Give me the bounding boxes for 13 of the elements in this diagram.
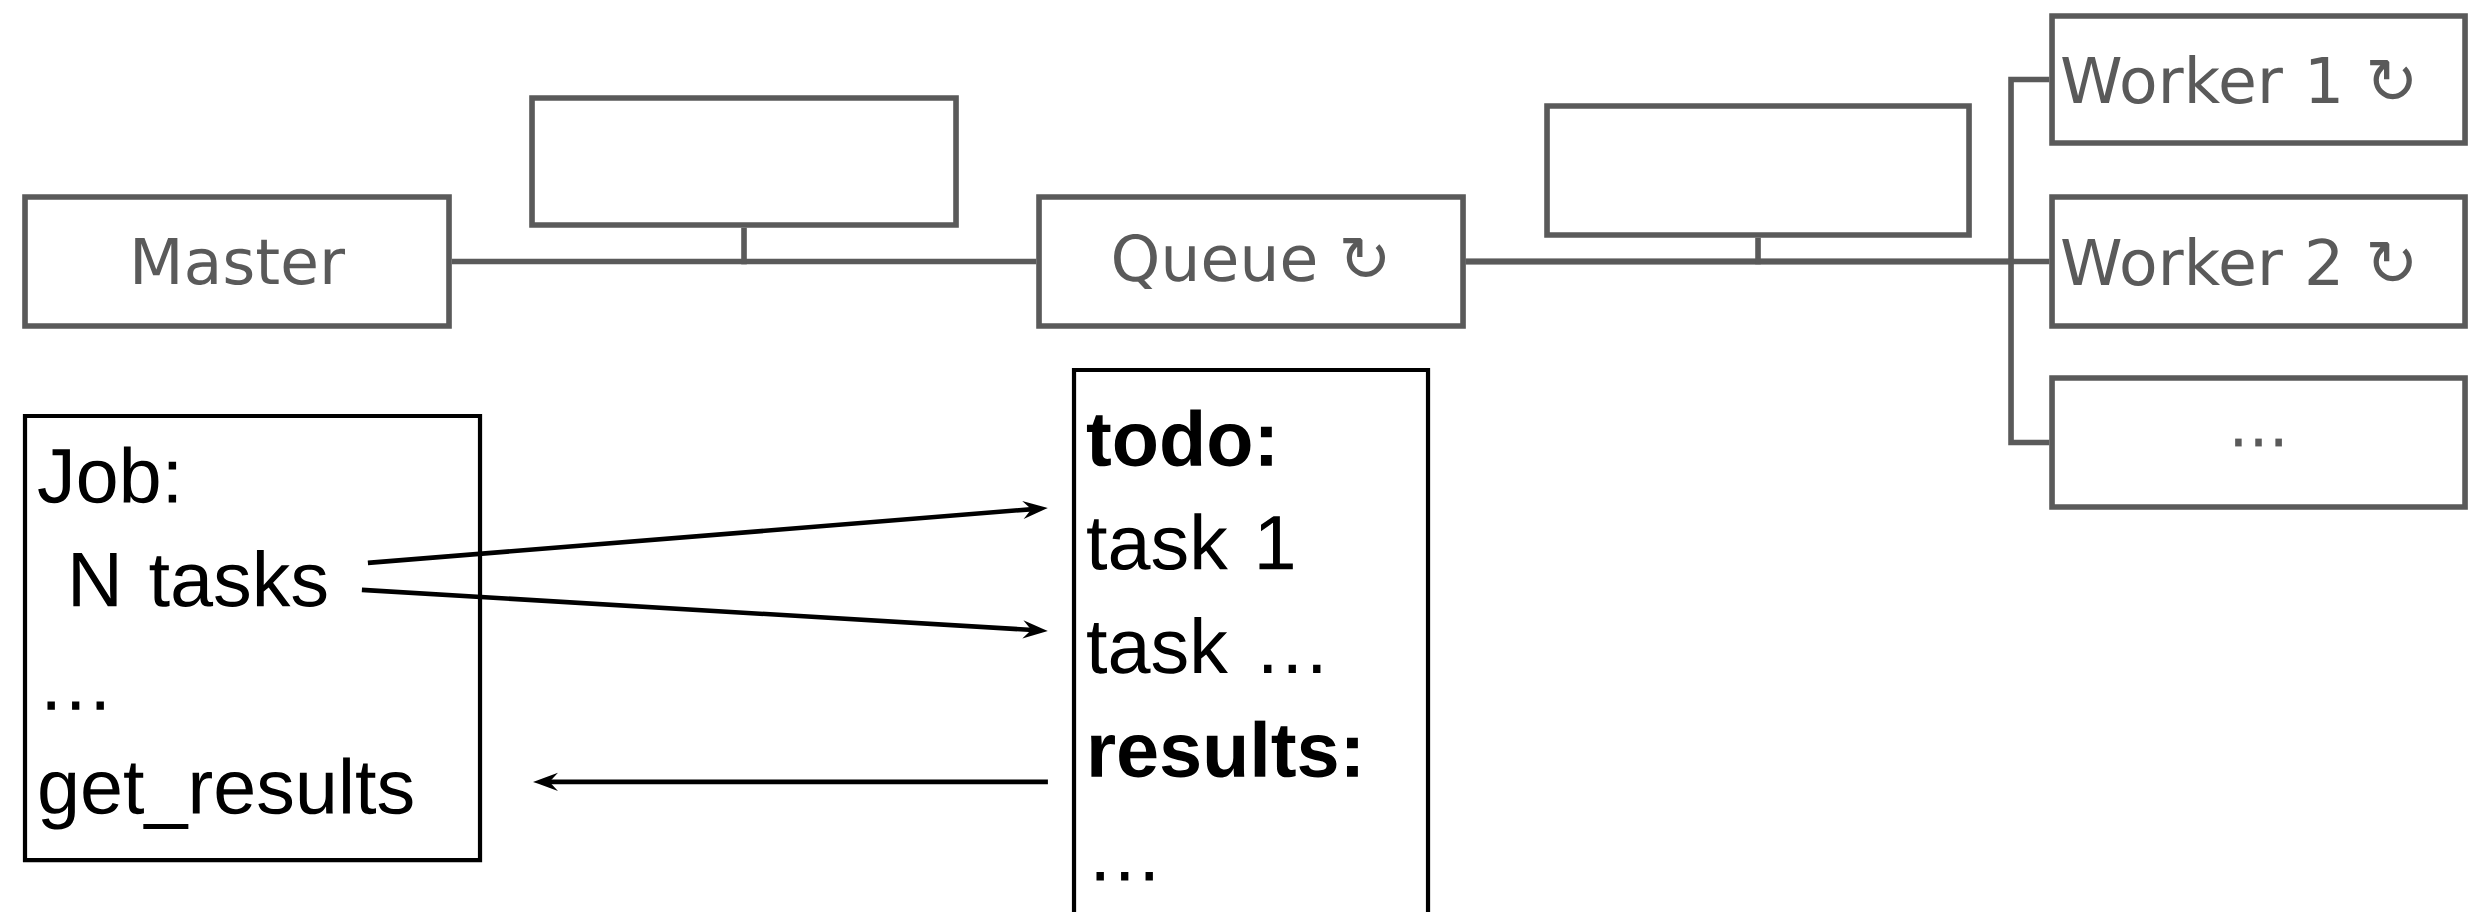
process-box: Queue ↻ bbox=[1036, 194, 1466, 329]
process-box: Worker 1 ↻ bbox=[2049, 13, 2468, 146]
empty-box bbox=[1544, 103, 1972, 238]
process-box: ... bbox=[2049, 375, 2468, 510]
connector-line bbox=[1465, 258, 2050, 446]
connector-line bbox=[741, 227, 747, 265]
process-box: Master bbox=[22, 194, 452, 329]
process-box: Worker 2 ↻ bbox=[2049, 194, 2468, 329]
connector-line bbox=[1755, 237, 1761, 265]
text-box: todo: task 1 task … results: … bbox=[1071, 367, 1431, 912]
text-box: Job: N tasks … get_results bbox=[22, 413, 483, 863]
connector-line bbox=[451, 258, 1037, 265]
empty-box bbox=[529, 95, 959, 228]
